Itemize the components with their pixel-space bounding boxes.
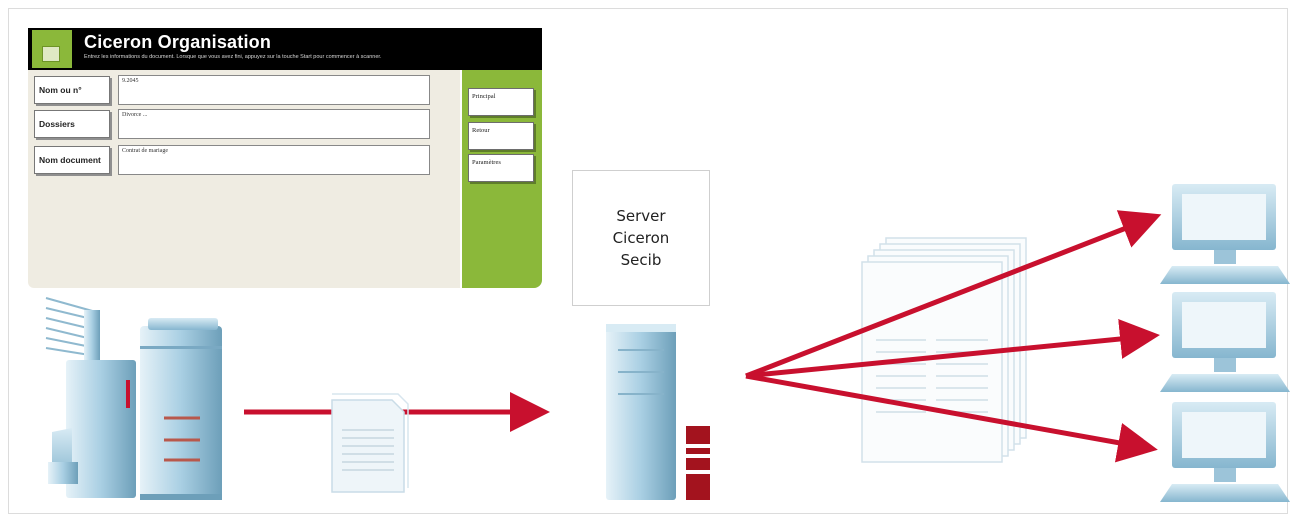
monitor-icon: [1160, 292, 1290, 392]
scanner-printer-icon: [45, 297, 222, 500]
panel-title: Ciceron Organisation: [84, 32, 272, 52]
panel-header: Ciceron Organisation Entrez les informat…: [28, 28, 542, 70]
server-label-line3: Secib: [620, 251, 662, 269]
flow-arrow-bottom: [745, 373, 1158, 463]
monitor-icon: [1160, 184, 1290, 284]
panel-subtitle: Entrez les informations du document. Lor…: [84, 54, 382, 60]
field-label-nom[interactable]: Nom ou n°: [34, 76, 110, 104]
server-label-line2: Ciceron: [612, 229, 670, 247]
flow-arrow-middle: [745, 319, 1160, 379]
flow-arrow-top: [745, 210, 1162, 379]
server-label-line1: Server: [616, 207, 666, 225]
parametres-button[interactable]: Paramètres: [468, 154, 534, 182]
server-label: Server Ciceron Secib: [572, 170, 710, 306]
diagram-frame: [8, 8, 1288, 514]
field-value-document[interactable]: Contrat de mariage: [118, 145, 430, 175]
field-value-nom[interactable]: 9.2045: [118, 75, 430, 105]
field-label-document[interactable]: Nom document: [34, 146, 110, 174]
panel-side-menu: Principal Retour Paramètres: [462, 70, 542, 288]
document-icon: [331, 393, 409, 493]
field-value-dossiers[interactable]: Divorce ...: [118, 109, 430, 139]
monitor-icon: [1160, 402, 1290, 502]
ciceron-logo-icon: [32, 30, 72, 68]
server-tower-icon: [606, 324, 710, 500]
retour-button[interactable]: Retour: [468, 122, 534, 150]
scanner-panel: Ciceron Organisation Entrez les informat…: [28, 28, 542, 288]
principal-button[interactable]: Principal: [468, 88, 534, 116]
panel-form: Nom ou n° 9.2045 Dossiers Divorce ... No…: [28, 70, 460, 288]
field-label-dossiers[interactable]: Dossiers: [34, 110, 110, 138]
